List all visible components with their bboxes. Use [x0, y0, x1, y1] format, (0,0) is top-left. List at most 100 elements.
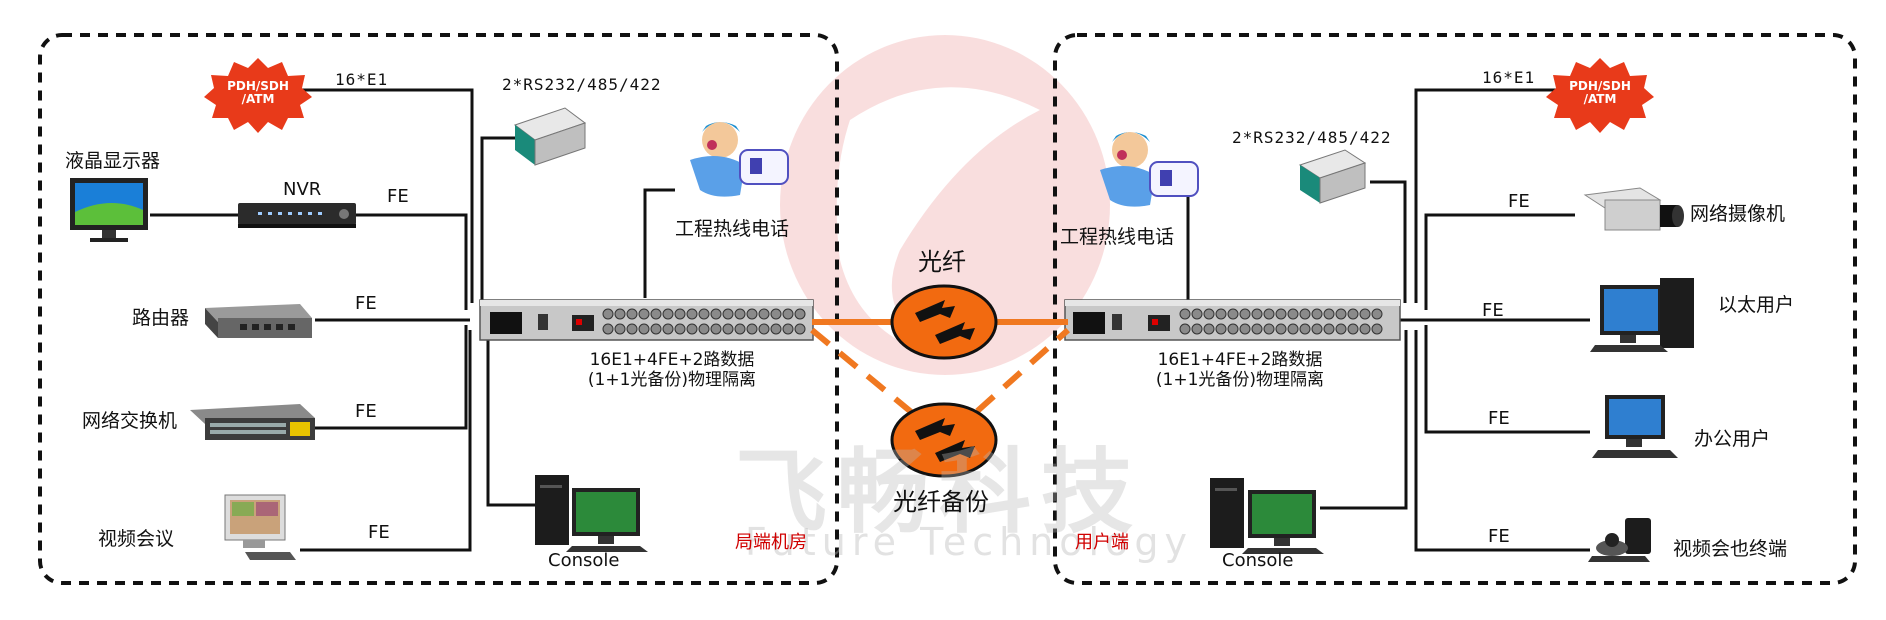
- watermark-cn: 飞畅科技: [735, 438, 1144, 546]
- right-site-label: 用户端: [1075, 532, 1129, 553]
- bnc-port: [734, 308, 746, 320]
- right-site-boundary: [1053, 33, 1857, 585]
- bnc-port: [794, 308, 806, 320]
- bnc-port: [1299, 308, 1311, 320]
- bnc-port: [626, 323, 638, 335]
- bnc-port: [782, 323, 794, 335]
- bnc-port: [1275, 308, 1287, 320]
- right-pdh-label: PDH/SDH /ATM: [1569, 79, 1631, 107]
- left-e1-label: 16*E1: [335, 70, 389, 89]
- switch-label: 网络交换机: [82, 410, 178, 432]
- bnc-port: [1347, 323, 1359, 335]
- bnc-port: [638, 323, 650, 335]
- bnc-port: [1203, 308, 1215, 320]
- right-device-label-1: 16E1+4FE+2路数据: [1157, 350, 1323, 370]
- left-pdh-label: PDH/SDH /ATM: [227, 79, 289, 107]
- watermark-en: Future Technology: [745, 520, 1193, 564]
- fiber-backup-link: [810, 327, 1070, 444]
- video-conf-label: 视频会议: [98, 528, 175, 550]
- bnc-port: [1359, 308, 1371, 320]
- left-fe-video: FE: [368, 522, 390, 543]
- bnc-port: [650, 323, 662, 335]
- bnc-port: [1239, 308, 1251, 320]
- left-phone-label: 工程热线电话: [675, 218, 790, 240]
- left-fe-switch: FE: [355, 401, 377, 422]
- bnc-port: [1359, 323, 1371, 335]
- right-fe-video: FE: [1488, 526, 1510, 547]
- bnc-port: [1215, 323, 1227, 335]
- left-site-boundary: [38, 33, 839, 585]
- bnc-port: [722, 323, 734, 335]
- bnc-port: [1263, 323, 1275, 335]
- left-device-label-1: 16E1+4FE+2路数据: [589, 350, 755, 370]
- right-serial-label: 2*RS232/485/422: [1232, 128, 1392, 147]
- bnc-port: [1191, 323, 1203, 335]
- fiber-backup-label: 光纤备份: [893, 488, 989, 516]
- bnc-port: [614, 323, 626, 335]
- right-links: [1175, 88, 1590, 552]
- bnc-port: [770, 323, 782, 335]
- bnc-port: [1275, 323, 1287, 335]
- bnc-port: [1335, 308, 1347, 320]
- bnc-port: [1179, 323, 1191, 335]
- bnc-port: [662, 323, 674, 335]
- right-fe-camera: FE: [1508, 191, 1530, 212]
- camera-label: 网络摄像机: [1690, 203, 1786, 225]
- bnc-port: [686, 308, 698, 320]
- bnc-port: [1263, 308, 1275, 320]
- watermark-logo: [780, 35, 1110, 375]
- left-device-label-2: (1+1光备份)物理隔离: [587, 370, 757, 390]
- bnc-port: [770, 308, 782, 320]
- nvr-icon: [238, 203, 356, 228]
- nvr-label: NVR: [283, 179, 322, 200]
- bnc-port: [1191, 308, 1203, 320]
- bnc-port: [1287, 308, 1299, 320]
- bnc-port: [614, 308, 626, 320]
- bnc-port: [722, 308, 734, 320]
- video-conference-icon: [224, 494, 296, 560]
- right-port-row: [1179, 308, 1383, 335]
- left-site-label: 局端机房: [735, 532, 807, 553]
- bnc-port: [758, 308, 770, 320]
- left-hotline-phone-icon: [690, 122, 789, 197]
- bnc-port: [662, 308, 674, 320]
- bnc-port: [686, 323, 698, 335]
- bnc-port: [602, 323, 614, 335]
- bnc-port: [674, 308, 686, 320]
- bnc-port: [1311, 308, 1323, 320]
- video-terminal-label: 视频会也终端: [1673, 538, 1788, 560]
- bnc-port: [1335, 323, 1347, 335]
- right-console-pc-icon: [1210, 478, 1324, 554]
- bnc-port: [626, 308, 638, 320]
- bnc-port: [638, 308, 650, 320]
- bnc-port: [758, 323, 770, 335]
- bnc-port: [1347, 308, 1359, 320]
- bnc-port: [698, 308, 710, 320]
- bnc-port: [794, 323, 806, 335]
- bnc-port: [734, 323, 746, 335]
- right-fe-office: FE: [1488, 408, 1510, 429]
- bnc-port: [1311, 323, 1323, 335]
- bnc-port: [710, 308, 722, 320]
- right-device-label-2: (1+1光备份)物理隔离: [1155, 370, 1325, 390]
- bnc-port: [1179, 308, 1191, 320]
- bnc-port: [650, 308, 662, 320]
- video-terminal-icon: [1588, 518, 1651, 562]
- bnc-port: [1251, 308, 1263, 320]
- right-console-label: Console: [1222, 550, 1294, 571]
- bnc-port: [1371, 308, 1383, 320]
- bnc-port: [1299, 323, 1311, 335]
- ethernet-user-label: 以太用户: [1718, 294, 1795, 316]
- ethernet-user-pc-icon: [1590, 278, 1694, 352]
- right-hotline-phone-icon: [1100, 132, 1199, 207]
- bnc-port: [1203, 323, 1215, 335]
- bnc-port: [1323, 323, 1335, 335]
- left-pdh-burst: [204, 58, 312, 133]
- fiber-backup-node: [890, 402, 998, 478]
- network-camera-icon: [1583, 187, 1684, 231]
- left-fe-router: FE: [355, 293, 377, 314]
- bnc-port: [1227, 308, 1239, 320]
- right-e1-label: 16*E1: [1482, 68, 1536, 87]
- bnc-port: [1371, 323, 1383, 335]
- bnc-port: [1323, 308, 1335, 320]
